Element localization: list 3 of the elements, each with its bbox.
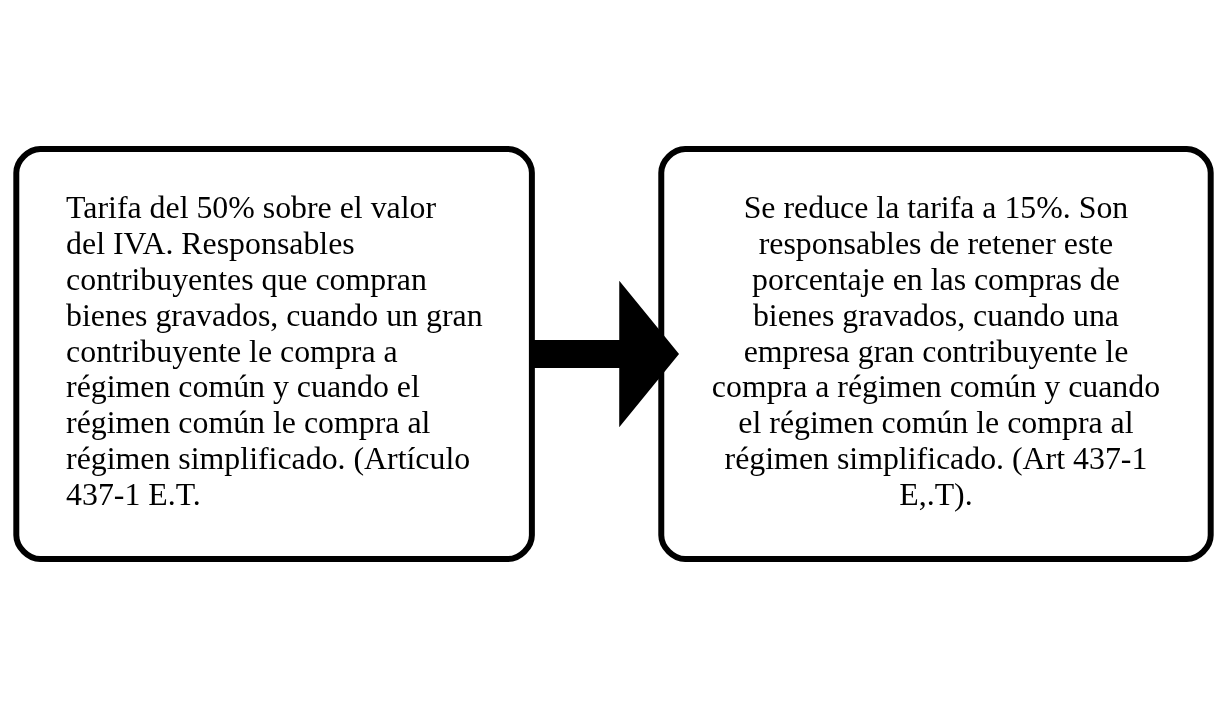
node-box: Tarifa del 50% sobre el valor del IVA. Responsables contribuyentes que compran bienes gravados, cuando un gran contribuyente le compra a régimen común y cuando el régimen común le compra al régimen simplificado. (Artículo 437-1 E.T. — [13, 145, 535, 563]
node-box: Se reduce la tarifa a 15%. Son responsables de retener este porcentaje en las compras de bienes gravados, cuando una empresa gran contribuyente le compra a régimen común y cuando el régimen común le compra al régimen simplificado. (Art 437-1 E,.T). — [658, 145, 1214, 563]
arrow — [532, 280, 680, 428]
